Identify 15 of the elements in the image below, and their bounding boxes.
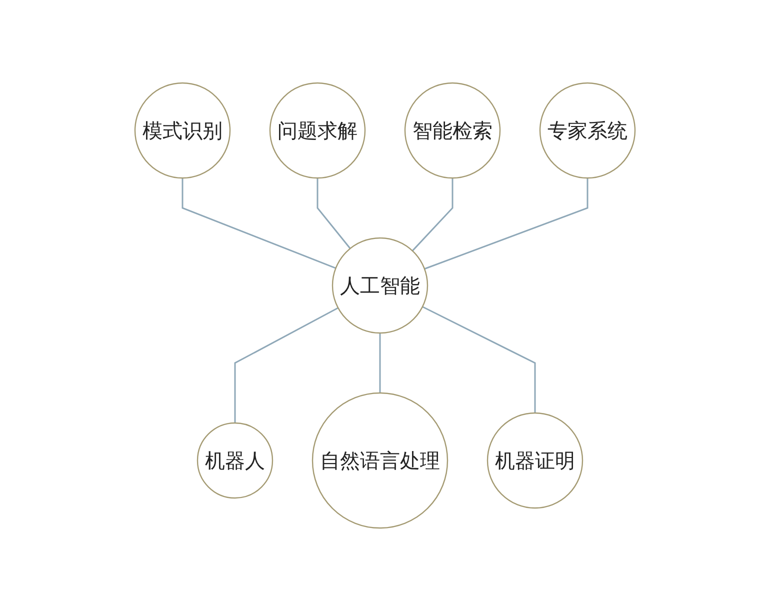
node-circle: 模式识别	[134, 82, 231, 179]
node-circle: 机器人	[196, 422, 274, 499]
connector	[182, 178, 336, 269]
node-circle: 机器证明	[486, 412, 584, 509]
node-circle: 专家系统	[539, 82, 636, 179]
connector	[422, 306, 536, 413]
connector	[424, 178, 588, 270]
node-circle: 人工智能	[332, 237, 428, 334]
node-circle: 自然语言处理	[312, 392, 448, 529]
node-circle: 问题求解	[269, 82, 366, 179]
connector	[234, 307, 338, 423]
connector	[379, 333, 381, 393]
connector	[316, 178, 351, 249]
node-circle: 智能检索	[404, 82, 501, 179]
connector	[412, 178, 454, 252]
